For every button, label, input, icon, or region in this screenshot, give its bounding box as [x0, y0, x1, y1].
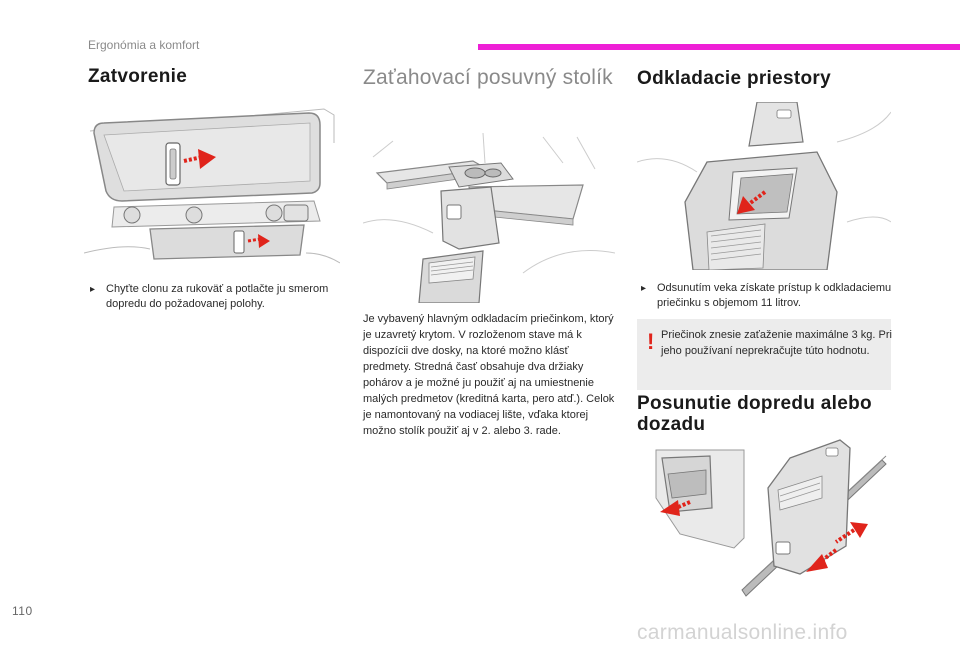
- illustration-sliding-table: [363, 133, 615, 303]
- illustration-sun-visor: [84, 103, 340, 271]
- section-label: Ergonómia a komfort: [88, 38, 200, 52]
- bullet-odkladacie-text: Odsunutím veka získate prístup k odklada…: [657, 282, 892, 309]
- watermark: carmanualsonline.info: [637, 621, 848, 644]
- bullet-odkladacie: ▸ Odsunutím veka získate prístup k odkla…: [641, 281, 893, 311]
- heading-posunutie: Posunutie dopredu alebo dozadu: [637, 393, 872, 435]
- bullet-zatvorenie: ▸ Chyťte clonu za rukoväť a potlačte ju …: [90, 282, 340, 312]
- body-posuvny-stolik: Je vybavený hlavným odkladacím priečinko…: [363, 313, 615, 437]
- exclamation-icon: !: [647, 329, 655, 354]
- triangle-right-icon: ▸: [641, 283, 647, 294]
- triangle-right-icon: ▸: [90, 284, 96, 295]
- warning-box: ! Priečinok znesie zaťaženie maximálne 3…: [637, 319, 892, 390]
- illustration-storage-compartment: [637, 102, 891, 270]
- bullet-zatvorenie-text: Chyťte clonu za rukoväť a potlačte ju sm…: [106, 283, 329, 310]
- section-accent-bar: [478, 44, 960, 50]
- illustration-rail-movement: [650, 438, 890, 600]
- page-number: 110: [12, 604, 33, 618]
- heading-posuvny-stolik: Zaťahovací posuvný stolík: [363, 66, 613, 89]
- heading-zatvorenie: Zatvorenie: [88, 66, 188, 87]
- warning-text: Priečinok znesie zaťaženie maximálne 3 k…: [661, 329, 892, 357]
- heading-odkladacie-priestory: Odkladacie priestory: [637, 68, 831, 89]
